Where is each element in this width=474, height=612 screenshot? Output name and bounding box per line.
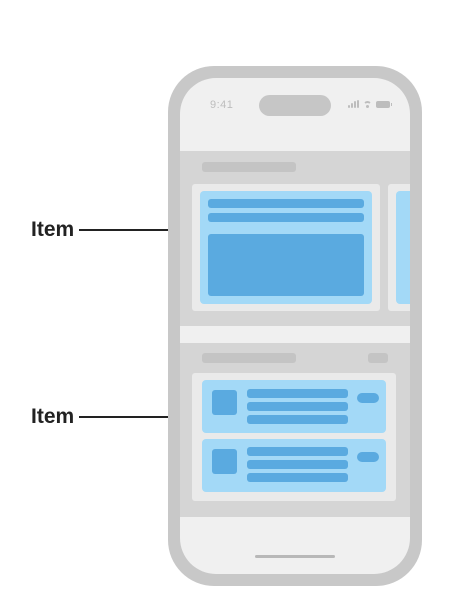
carousel-card[interactable]: [192, 184, 380, 311]
battery-icon: [376, 100, 392, 108]
callout-label: Item: [31, 405, 75, 428]
thumbnail-placeholder: [212, 390, 237, 415]
carousel-item-next[interactable]: [396, 191, 410, 304]
text-line-placeholder: [247, 460, 348, 469]
text-line-placeholder: [247, 447, 348, 456]
phone-frame: 9:41: [168, 66, 422, 586]
text-line-placeholder: [208, 199, 364, 208]
text-line-placeholder: [247, 402, 348, 411]
status-icons: [348, 100, 392, 108]
home-indicator: [255, 555, 335, 558]
thumbnail-placeholder: [212, 449, 237, 474]
dynamic-island: [259, 95, 331, 116]
carousel-item[interactable]: [200, 191, 372, 304]
callout-leader-line: [79, 415, 203, 418]
media-placeholder: [208, 234, 364, 296]
signal-icon: [348, 100, 359, 108]
list-section: [180, 343, 410, 517]
pill-placeholder: [357, 452, 379, 462]
callout-label: Item: [31, 218, 75, 241]
list-item[interactable]: [202, 439, 386, 492]
text-line-placeholder: [247, 415, 348, 424]
pill-placeholder: [357, 393, 379, 403]
section-title-placeholder: [202, 353, 296, 363]
list-item[interactable]: [202, 380, 386, 433]
section-action-placeholder[interactable]: [368, 353, 388, 363]
phone-screen: 9:41: [180, 78, 410, 574]
text-line-placeholder: [208, 213, 364, 222]
wifi-icon: [363, 101, 372, 108]
list-container: [192, 373, 396, 501]
carousel-card-next[interactable]: [388, 184, 410, 311]
status-time: 9:41: [210, 99, 234, 111]
text-line-placeholder: [247, 389, 348, 398]
callout-leader-line: [79, 228, 203, 231]
carousel-section: [180, 151, 410, 326]
section-title-placeholder: [202, 162, 296, 172]
text-line-placeholder: [247, 473, 348, 482]
